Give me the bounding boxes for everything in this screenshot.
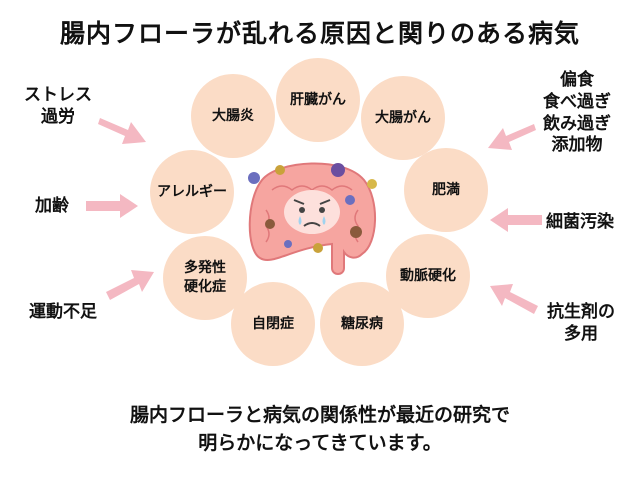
bacteria-icon bbox=[350, 226, 362, 238]
disease-allergy: アレルギー bbox=[150, 150, 234, 234]
disease-colon-inflammation: 大腸炎 bbox=[191, 74, 275, 158]
cause-bacterial-contamination: 細菌汚染 bbox=[546, 212, 614, 232]
arrow-icon bbox=[106, 270, 154, 300]
disease-label: 多発性 硬化症 bbox=[184, 260, 226, 295]
bacteria-icon bbox=[367, 179, 377, 189]
left-eye bbox=[299, 207, 305, 213]
disease-label: 肥満 bbox=[432, 181, 460, 198]
disease-autism: 自閉症 bbox=[231, 282, 315, 366]
cause-lack-of-exercise: 運動不足 bbox=[29, 302, 97, 322]
cause-antibiotics: 抗生剤の 多用 bbox=[547, 302, 615, 344]
intestine-illustration bbox=[248, 162, 377, 275]
bacteria-icon bbox=[313, 243, 323, 253]
bacteria-icon bbox=[345, 195, 355, 205]
arrow-icon bbox=[488, 124, 536, 150]
disease-label: 肝臓がん bbox=[290, 91, 346, 108]
cause-stress: ストレス 過労 bbox=[24, 85, 92, 127]
disease-liver-cancer: 肝臓がん bbox=[276, 58, 360, 142]
page-title: 腸内フローラが乱れる原因と関りのある病気 bbox=[59, 19, 580, 48]
bacteria-icon bbox=[331, 163, 345, 177]
arrow-icon bbox=[490, 284, 538, 314]
disease-multiple-sclerosis: 多発性 硬化症 bbox=[163, 236, 247, 320]
cause-aging: 加齢 bbox=[35, 196, 69, 216]
footer-line-1: 腸内フローラと病気の関係性が最近の研究で bbox=[129, 404, 510, 426]
arrow-icon bbox=[98, 118, 146, 144]
arrow-icon bbox=[490, 208, 542, 232]
footer-line-2: 明らかになってきています。 bbox=[198, 431, 442, 454]
left-tear bbox=[298, 216, 302, 225]
sad-eyebrows bbox=[293, 199, 331, 205]
cause-diet: 偏食 食べ過ぎ 飲み過ぎ 添加物 bbox=[543, 70, 611, 156]
disease-label: 動脈硬化 bbox=[400, 267, 456, 284]
intestine-face bbox=[284, 190, 340, 234]
disease-label: 自閉症 bbox=[252, 315, 294, 332]
bacteria-icon bbox=[248, 172, 260, 184]
disease-label: 糖尿病 bbox=[341, 315, 383, 332]
right-eye bbox=[319, 207, 325, 213]
frown-mouth bbox=[303, 222, 321, 227]
disease-obesity: 肥満 bbox=[404, 148, 488, 232]
disease-colon-cancer: 大腸がん bbox=[361, 76, 445, 160]
disease-label: 大腸がん bbox=[375, 109, 431, 126]
disease-arteriosclerosis: 動脈硬化 bbox=[386, 234, 470, 318]
bacteria-icon bbox=[284, 240, 292, 248]
bacteria-icon bbox=[275, 165, 285, 175]
disease-label: 大腸炎 bbox=[212, 107, 254, 124]
disease-diabetes: 糖尿病 bbox=[320, 282, 404, 366]
bacteria-icon bbox=[265, 219, 275, 229]
right-tear bbox=[322, 216, 326, 225]
footer-text: 腸内フローラと病気の関係性が最近の研究で 明らかになってきています。 bbox=[0, 402, 640, 457]
arrow-icon bbox=[86, 194, 138, 218]
disease-label: アレルギー bbox=[157, 183, 227, 200]
